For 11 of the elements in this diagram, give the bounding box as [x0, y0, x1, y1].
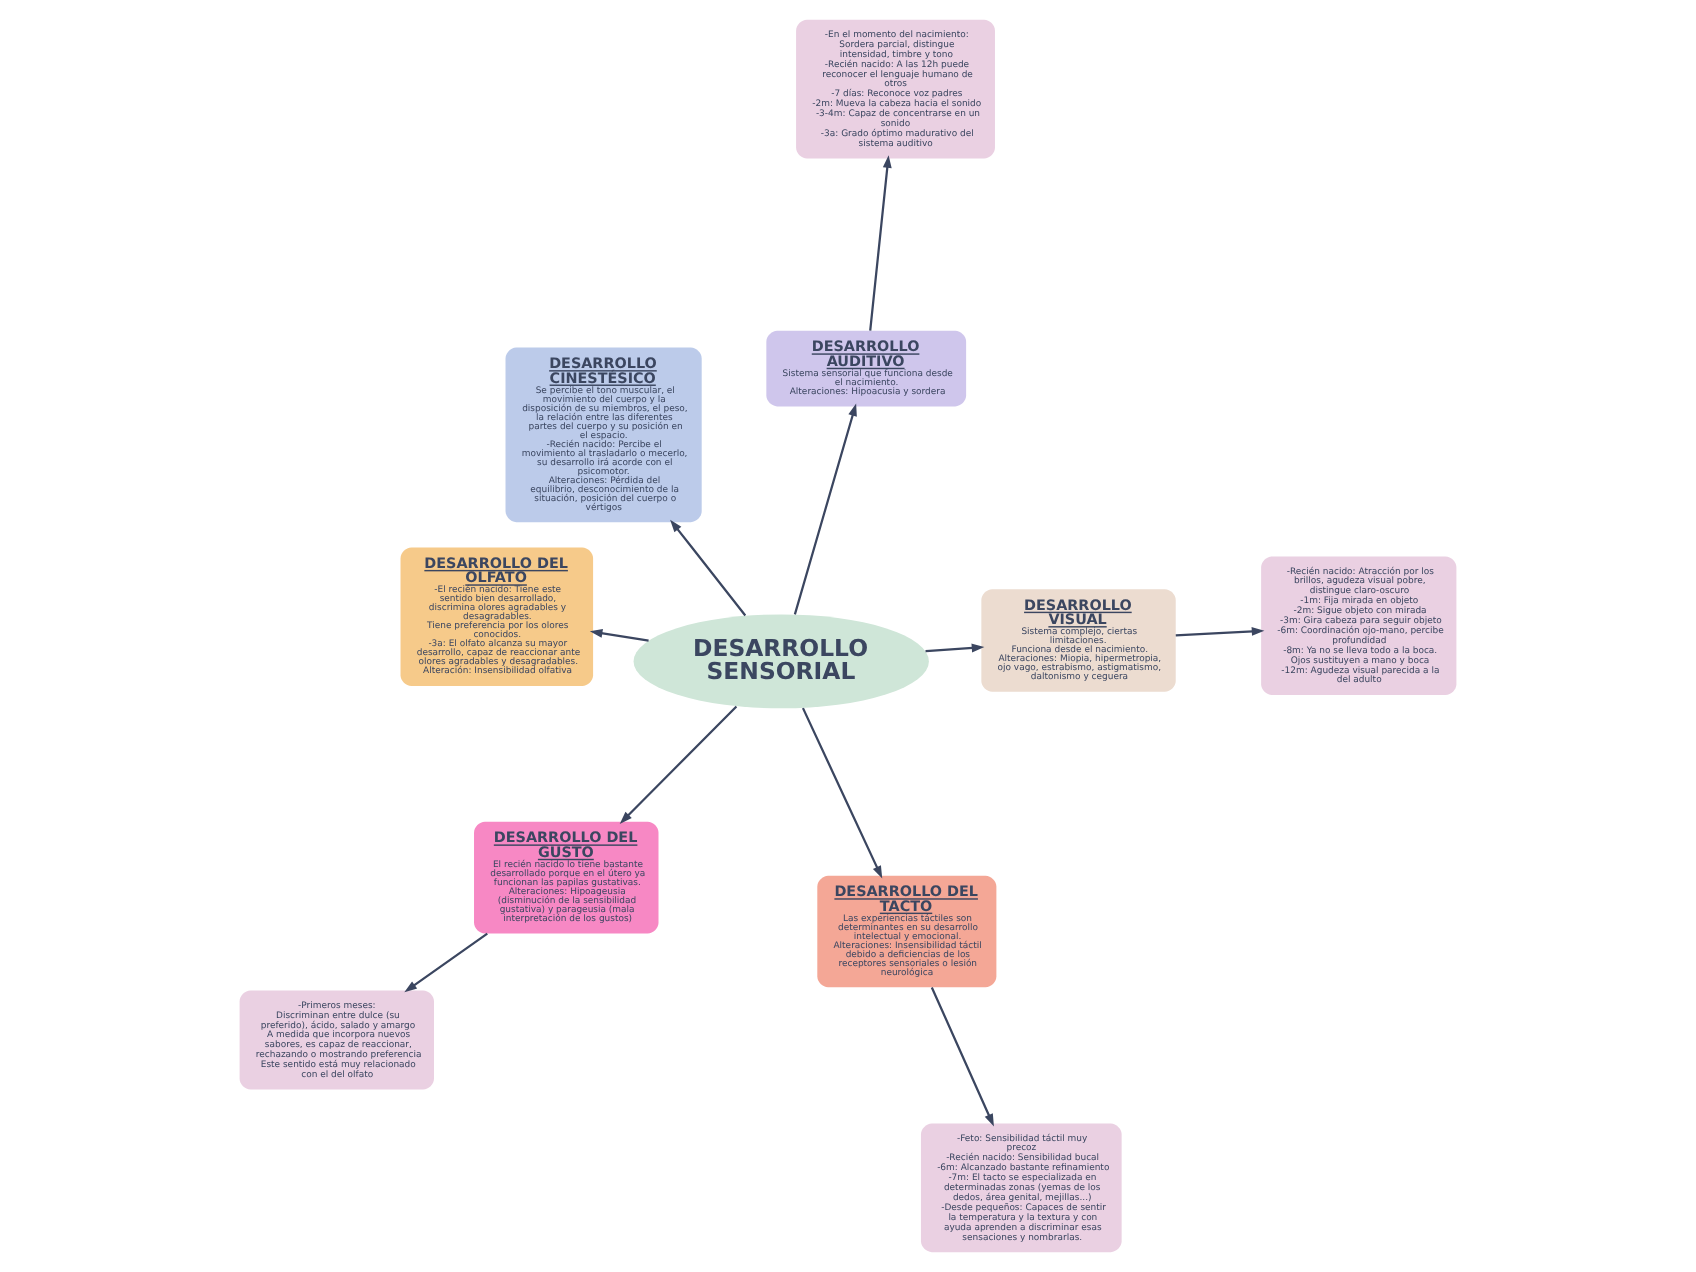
arrow: [925, 643, 985, 653]
arrow: [1175, 626, 1265, 637]
arrow: [930, 987, 994, 1127]
node-ellipse: DESARROLLO SENSORIAL: [633, 614, 929, 709]
arrow: [619, 705, 738, 824]
arrow: [589, 628, 649, 642]
arrow: [793, 403, 857, 615]
arrow: [670, 519, 747, 617]
arrow: [404, 932, 488, 993]
arrow: [869, 155, 892, 331]
arrow: [801, 707, 883, 879]
